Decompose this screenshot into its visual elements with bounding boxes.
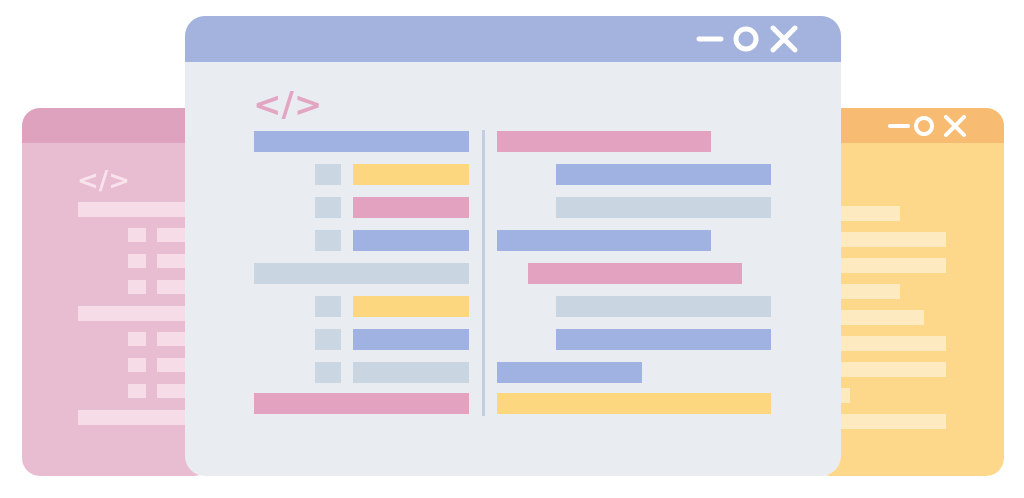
code-line xyxy=(556,164,771,185)
code-line-marker xyxy=(315,329,341,350)
code-line-marker xyxy=(315,197,341,218)
code-line-marker xyxy=(128,254,146,268)
code-line xyxy=(353,164,469,185)
code-line-marker xyxy=(315,164,341,185)
code-line-marker xyxy=(315,296,341,317)
code-line xyxy=(497,131,711,152)
code-line xyxy=(840,206,900,221)
back-right-code-window xyxy=(812,108,1004,476)
code-line xyxy=(254,393,469,414)
code-line-marker xyxy=(315,230,341,251)
code-line-marker xyxy=(128,332,146,346)
code-line xyxy=(353,362,469,383)
code-line xyxy=(840,336,946,351)
code-line xyxy=(840,362,946,377)
code-line xyxy=(78,202,212,217)
code-line xyxy=(353,296,469,317)
code-line xyxy=(840,258,946,273)
code-line xyxy=(840,284,900,299)
code-line xyxy=(497,393,771,414)
code-line xyxy=(497,362,642,383)
code-line xyxy=(556,329,771,350)
code-line-marker xyxy=(128,228,146,242)
close-icon[interactable] xyxy=(770,25,798,53)
code-line-marker xyxy=(128,384,146,398)
code-line xyxy=(840,388,850,403)
code-line xyxy=(528,263,742,284)
close-icon[interactable] xyxy=(944,115,966,137)
code-line xyxy=(353,197,469,218)
maximize-icon[interactable] xyxy=(733,26,759,52)
code-line xyxy=(840,414,946,429)
code-line xyxy=(78,306,212,321)
left-window-titlebar xyxy=(22,108,212,143)
maximize-icon[interactable] xyxy=(914,116,934,136)
main-code-window: </> xyxy=(185,16,841,476)
code-line xyxy=(840,310,924,325)
code-line xyxy=(556,296,771,317)
code-line xyxy=(254,131,469,152)
code-line xyxy=(254,263,469,284)
code-line-marker xyxy=(128,358,146,372)
code-line xyxy=(840,232,946,247)
code-line-marker xyxy=(315,362,341,383)
right-window-controls xyxy=(888,115,966,137)
main-code-icon: </> xyxy=(253,85,323,125)
code-line xyxy=(556,197,771,218)
code-line-marker xyxy=(128,280,146,294)
back-left-code-window: </> xyxy=(22,108,212,476)
column-divider xyxy=(482,130,485,416)
main-window-controls xyxy=(696,25,798,53)
code-line xyxy=(353,230,469,251)
main-window-titlebar xyxy=(185,16,841,62)
left-code-icon: </> xyxy=(77,166,131,196)
code-line xyxy=(78,410,212,425)
code-line xyxy=(353,329,469,350)
code-line xyxy=(497,230,711,251)
